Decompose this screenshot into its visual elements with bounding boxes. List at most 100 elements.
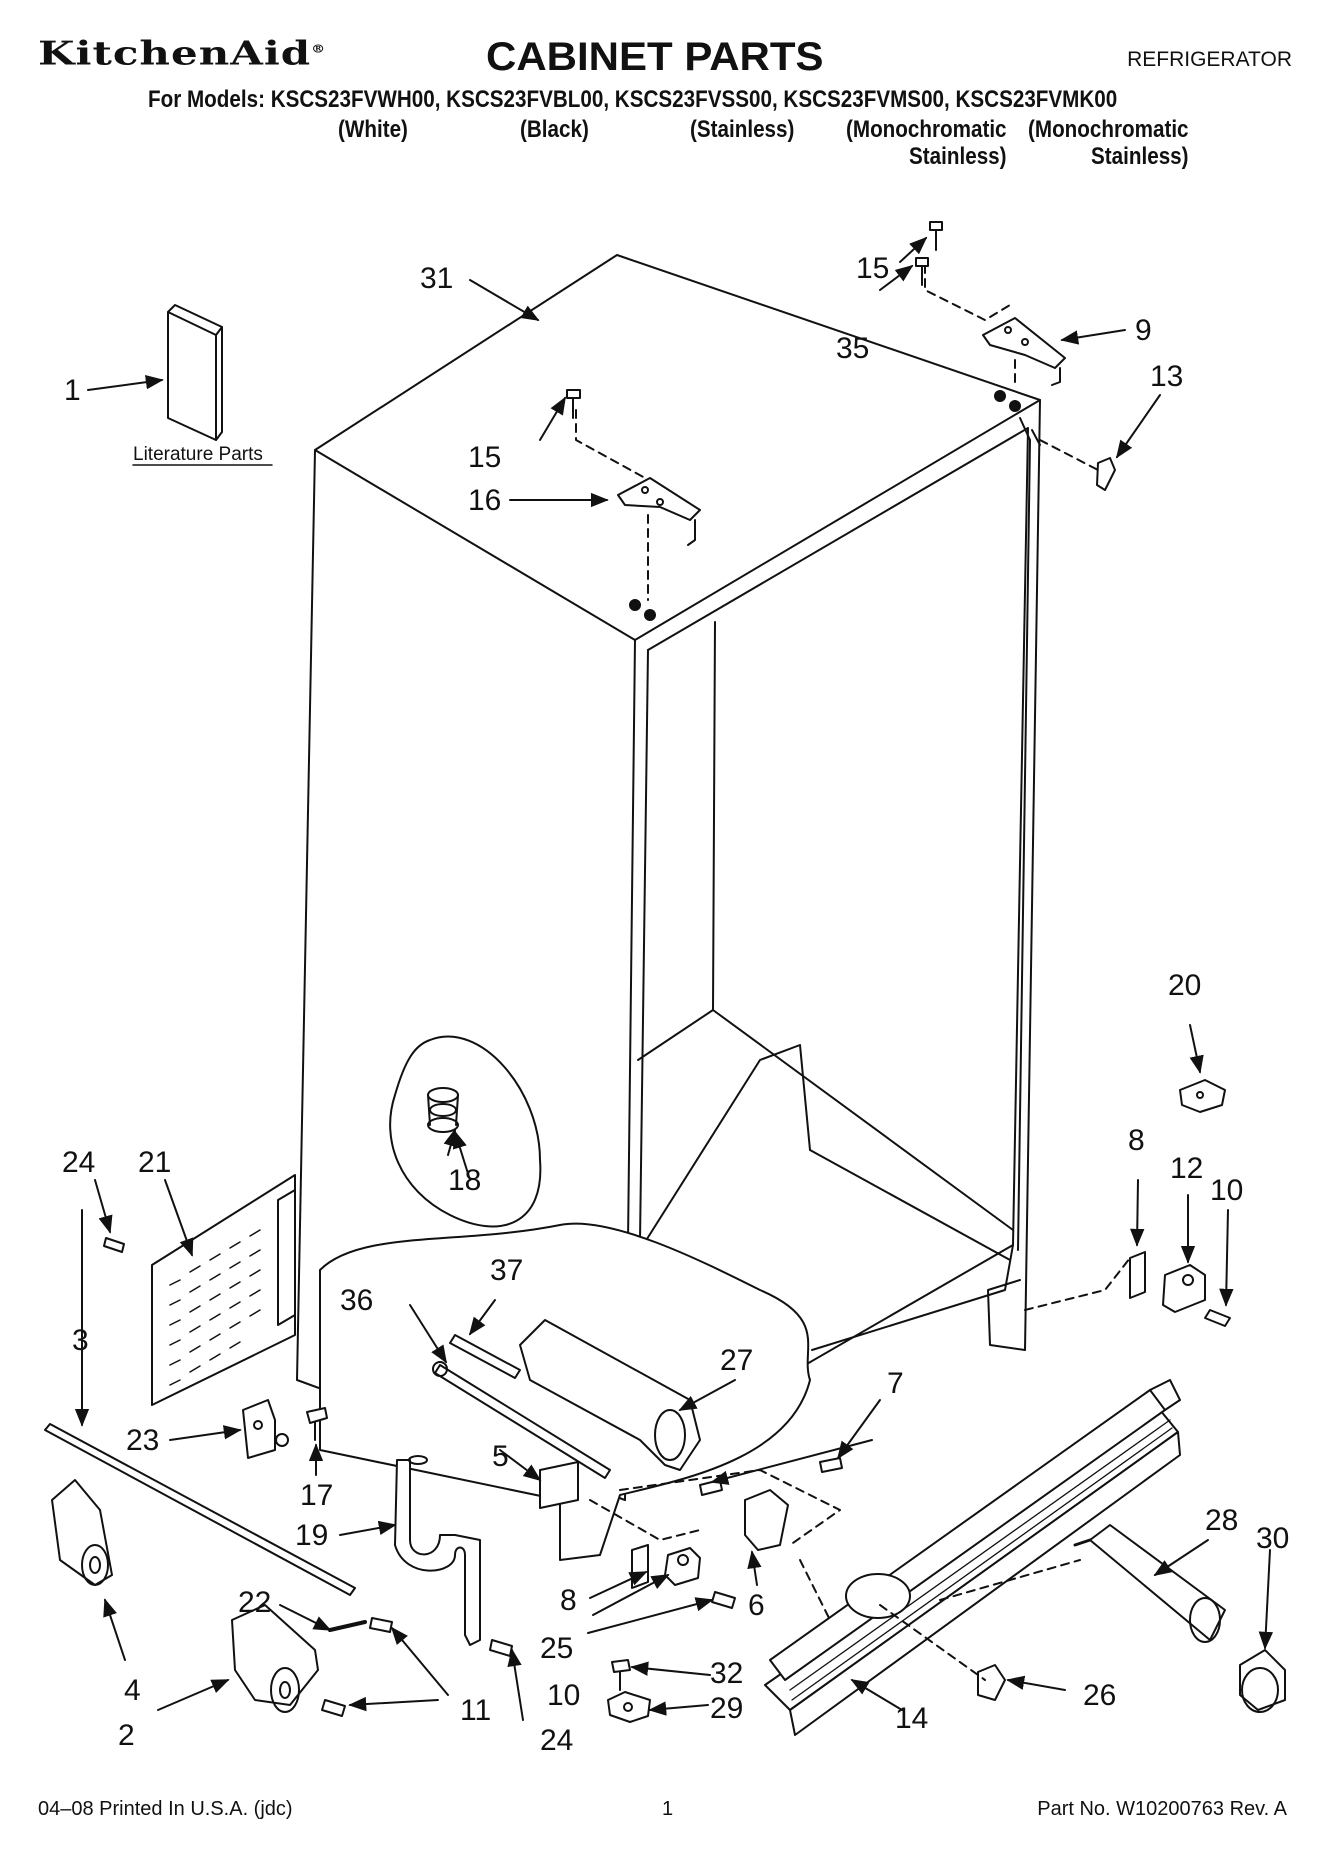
part-37-tube [449, 1334, 521, 1379]
callout-19: 19 [295, 1519, 328, 1552]
brand-registered-mark: ® [311, 43, 327, 56]
part-6-bracket [744, 1489, 789, 1551]
part-17-screw [306, 1407, 328, 1441]
callout-26: 26 [1083, 1679, 1116, 1712]
variant-line1: (White) [338, 116, 408, 143]
variant-line2: Stainless) [909, 143, 1007, 170]
part-15-screw-left [566, 389, 581, 419]
callout-27: 27 [720, 1344, 753, 1377]
callout-15-top: 15 [856, 252, 889, 285]
callout-9: 9 [1135, 314, 1152, 347]
variant-line1: (Black) [520, 116, 589, 143]
callout-10-bottom: 10 [547, 1679, 580, 1712]
part-19-drain-tube [394, 1455, 481, 1646]
callout-4: 4 [124, 1674, 141, 1707]
callout-5: 5 [492, 1440, 509, 1473]
callout-14: 14 [895, 1702, 928, 1735]
callout-17: 17 [300, 1479, 333, 1512]
leader-lines [74, 236, 1274, 1721]
callout-29: 29 [710, 1692, 743, 1725]
callout-28: 28 [1205, 1504, 1238, 1537]
callout-30: 30 [1256, 1522, 1289, 1555]
part-18-grommet [427, 1087, 459, 1133]
part-24-screw-left [103, 1237, 125, 1253]
dash-26 [879, 1604, 986, 1681]
variant-white: (White) [338, 116, 408, 143]
variant-monochromatic-2: (Monochromatic Stainless) [1028, 116, 1189, 170]
callout-3: 3 [72, 1324, 89, 1357]
part-35-screw [915, 257, 929, 286]
part-28-water-filter [1073, 1524, 1226, 1643]
part-10-screw-right [1204, 1309, 1231, 1327]
variant-line1: (Monochromatic [1028, 116, 1189, 143]
part-30-filter-cap [1239, 1649, 1286, 1713]
part-14-base-grille [764, 1379, 1181, 1736]
brand-logo: KitchenAid® [38, 34, 326, 72]
callout-8-right: 8 [1128, 1124, 1145, 1157]
cabinet-body [296, 254, 1041, 1501]
part-20-bracket [1179, 1079, 1226, 1113]
callout-22: 22 [238, 1586, 271, 1619]
callout-25: 25 [540, 1632, 573, 1665]
page-number: 1 [662, 1798, 674, 1820]
callout-10-right: 10 [1210, 1174, 1243, 1207]
dash-28 [939, 1559, 1081, 1601]
part-16-hinge [575, 409, 701, 621]
variant-line2: Stainless) [1091, 143, 1189, 170]
variant-line1: (Monochromatic [846, 116, 1007, 143]
part-7-screw-a [699, 1479, 723, 1496]
part-21-rear-grille [151, 1174, 296, 1406]
callout-16: 16 [468, 484, 501, 517]
part-10-screw-bottom [711, 1591, 736, 1609]
callout-24-bottom: 24 [540, 1724, 573, 1757]
callout-37: 37 [490, 1254, 523, 1287]
part-11-screw-a [369, 1617, 393, 1633]
part-25-leveler [664, 1547, 701, 1586]
part-1-literature [167, 304, 223, 441]
part-12-leveler [1162, 1264, 1206, 1313]
callout-12: 12 [1170, 1152, 1203, 1185]
part-8-plate-bottom [631, 1544, 649, 1589]
part-4-roller [51, 1479, 113, 1586]
part-36-tube [432, 1361, 611, 1479]
callout-36: 36 [340, 1284, 373, 1317]
callout-21: 21 [138, 1146, 171, 1179]
appliance-category: REFRIGERATOR [1127, 48, 1292, 71]
part-15-screw-top [929, 221, 943, 251]
part-8-plate-right [1129, 1251, 1146, 1299]
part-26-clip [977, 1664, 1006, 1701]
print-info: 04–08 Printed In U.S.A. (jdc) [38, 1798, 293, 1820]
callout-labels: 1 2 3 4 5 6 7 8 8 9 10 10 11 12 13 14 15… [62, 252, 1289, 1757]
part-24-screw-bottom [489, 1639, 513, 1657]
variant-monochromatic-1: (Monochromatic Stainless) [846, 116, 1007, 170]
literature-parts-label: Literature Parts [133, 444, 263, 465]
part-29-bracket [607, 1691, 651, 1723]
part-13-clip [1039, 439, 1116, 491]
callout-1: 1 [64, 374, 81, 407]
callout-24-left: 24 [62, 1146, 95, 1179]
variant-stainless: (Stainless) [690, 116, 794, 143]
callout-15-left: 15 [468, 441, 501, 474]
callout-18: 18 [448, 1164, 481, 1197]
part-number: Part No. W10200763 Rev. A [1037, 1798, 1287, 1820]
callout-23: 23 [126, 1424, 159, 1457]
variant-black: (Black) [520, 116, 589, 143]
detail-bubble [389, 1035, 542, 1228]
page-title: CABINET PARTS [486, 34, 824, 79]
callout-20: 20 [1168, 969, 1201, 1002]
part-11-screw-b [321, 1699, 346, 1717]
callout-6: 6 [748, 1589, 765, 1622]
part-22-pin [328, 1620, 367, 1632]
part-5-label [539, 1461, 579, 1509]
models-line: For Models: KSCS23FVWH00, KSCS23FVBL00, … [148, 86, 1118, 113]
dash-right [1024, 1257, 1131, 1311]
part-23-bracket [242, 1399, 289, 1459]
callout-2: 2 [118, 1719, 135, 1752]
part-2-roller [231, 1604, 319, 1713]
part-27-filter-housing [519, 1319, 701, 1471]
callout-11: 11 [460, 1694, 491, 1727]
brand-name: KitchenAid [38, 34, 312, 73]
callout-35: 35 [836, 332, 869, 365]
callout-32: 32 [710, 1657, 743, 1690]
